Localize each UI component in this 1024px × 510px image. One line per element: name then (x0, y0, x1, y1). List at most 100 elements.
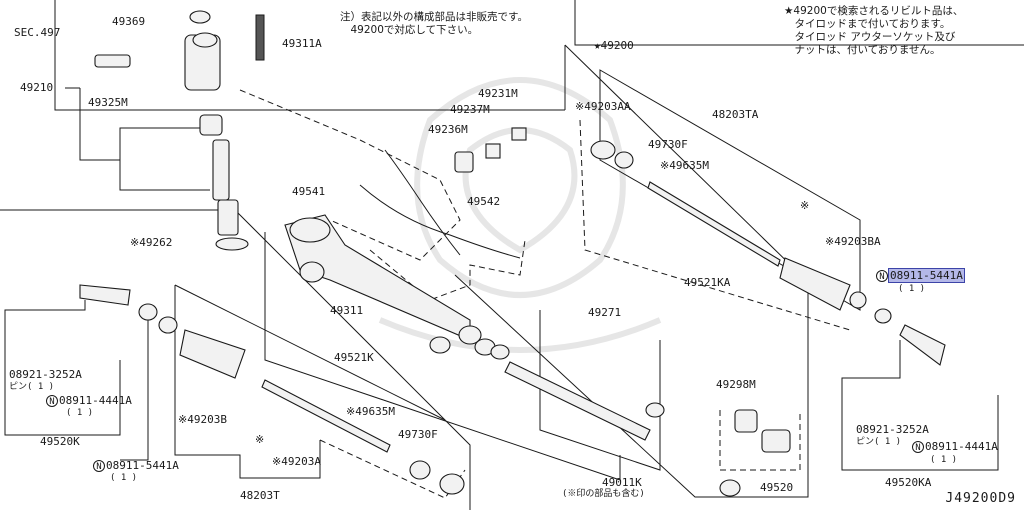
qty-08911-4441A-left: ( 1 ) (66, 408, 94, 418)
valve-top (192, 32, 218, 48)
outer-tie-rod-49520KA (899, 324, 946, 366)
label-49011K-note: (※印の部品も含む) (562, 489, 645, 499)
label-48203T[interactable]: 48203T (240, 489, 280, 502)
label-49203A[interactable]: ※49203A (272, 455, 321, 468)
label-49325M[interactable]: 49325M (88, 96, 128, 109)
dash-pipe-box (239, 89, 461, 261)
frame-49011K-left (264, 232, 621, 481)
label-49521KA[interactable]: 49521KA (684, 276, 731, 289)
label-49262[interactable]: ※49262 (130, 236, 173, 249)
clip-part (199, 114, 223, 136)
seal-rack-2 (458, 325, 482, 345)
label-49237M[interactable]: 49237M (450, 103, 490, 116)
bracket-49210 (65, 87, 210, 191)
diagram-code: J49200D9 (945, 491, 1016, 506)
frame-48203TA (599, 69, 861, 311)
label-49203BA[interactable]: ※49203BA (825, 235, 881, 248)
label-sec497[interactable]: SEC.497 (14, 26, 61, 39)
seal-49231M (511, 127, 527, 141)
seal-49236M (454, 151, 474, 173)
inner-tie-rod-49521K (261, 379, 391, 453)
note-right: ★49200で検索されるリビルト品は、 タイロッドまで付いております。 タイロッ… (784, 5, 964, 56)
clamp-49203A (439, 473, 465, 495)
label-49542[interactable]: 49542 (467, 195, 501, 208)
circle-n-icon: N (93, 460, 105, 472)
label-49520[interactable]: 49520 (760, 481, 794, 494)
label-49298M[interactable]: 49298M (716, 378, 756, 391)
housing-mount (299, 261, 325, 283)
label-49231M[interactable]: 49231M (478, 87, 518, 100)
label-49369[interactable]: 49369 (112, 15, 146, 28)
label-asterisk-right: ※ (800, 199, 810, 212)
seal-rack-5 (645, 402, 665, 418)
clamp-49203B (158, 316, 178, 334)
housing-flange (289, 217, 331, 243)
label-49520K[interactable]: 49520K (40, 435, 80, 448)
label-49210[interactable]: 49210 (20, 81, 54, 94)
dash-48203TA (579, 119, 851, 331)
ring-49730F-l (409, 460, 431, 480)
frame-48203T-top (174, 284, 446, 421)
nut-08911-5441A-l (138, 303, 158, 321)
label-49203AA[interactable]: ※49203AA (575, 100, 631, 113)
pipe-49542 (359, 184, 521, 259)
label-49730F-left[interactable]: 49730F (398, 428, 438, 441)
bolt-49311A (255, 14, 265, 61)
circle-n-icon: N (912, 441, 924, 453)
leader-08911-5441A-l (120, 320, 149, 461)
bracket-49520K (4, 300, 121, 436)
label-08921-3252A-left[interactable]: 08921-3252A (9, 368, 82, 381)
cap-49369 (189, 10, 211, 24)
label-pin-left: ピン( 1 ) (9, 382, 55, 392)
pinion-shaft (212, 139, 230, 201)
circle-n-icon: N (876, 270, 888, 282)
clamp-49203AA (590, 140, 616, 160)
inner-tie-rod-49521KA (647, 181, 781, 267)
label-49203B[interactable]: ※49203B (178, 413, 227, 426)
frame-top (54, 0, 565, 111)
label-08921-3252A-right[interactable]: 08921-3252A (856, 423, 929, 436)
qty-08911-4441A-right: ( 1 ) (930, 455, 958, 465)
label-49730F-right[interactable]: 49730F (648, 138, 688, 151)
label-49635M-left[interactable]: ※49635M (346, 405, 395, 418)
label-49200[interactable]: ★49200 (594, 39, 634, 52)
nut-08911-5441A-r (874, 308, 892, 324)
frame-lower-left (0, 209, 471, 510)
pinion-gear (217, 199, 239, 236)
pipe-49541 (384, 149, 461, 256)
label-49635M-right[interactable]: ※49635M (660, 159, 709, 172)
seal-49262 (215, 237, 249, 251)
bushing-49298M-a (734, 409, 758, 433)
outer-tie-rod-49520K (79, 284, 131, 306)
label-48203TA[interactable]: 48203TA (712, 108, 759, 121)
frame-49200-right (574, 0, 1024, 46)
label-49521K[interactable]: 49521K (334, 351, 374, 364)
boot-right (779, 257, 851, 311)
label-49011K[interactable]: 49011K (602, 476, 642, 489)
note-center: 注）表記以外の構成部品は非販売です。 49200で対応して下さい。 (340, 11, 528, 36)
seal-49237M (485, 143, 501, 159)
label-49520KA[interactable]: 49520KA (885, 476, 932, 489)
boot-left (179, 329, 246, 379)
qty-08911-5441A-right: ( 1 ) (898, 284, 926, 294)
label-asterisk-left: ※ (255, 433, 265, 446)
frame-48203T (174, 285, 321, 479)
label-49271[interactable]: 49271 (588, 306, 622, 319)
bushing-49298M-b (761, 429, 791, 453)
label-49311[interactable]: 49311 (330, 304, 364, 317)
label-49236M[interactable]: 49236M (428, 123, 468, 136)
qty-08911-5441A-left: ( 1 ) (110, 473, 138, 483)
seal-rack-1 (429, 336, 451, 354)
label-49311A[interactable]: 49311A (282, 37, 322, 50)
bracket-49520KA (841, 340, 999, 471)
connector-49325M (94, 54, 131, 68)
label-49541[interactable]: 49541 (292, 185, 326, 198)
dash-49298M (719, 410, 801, 471)
highlighted-part-number[interactable]: 08911-5441A (888, 268, 965, 283)
